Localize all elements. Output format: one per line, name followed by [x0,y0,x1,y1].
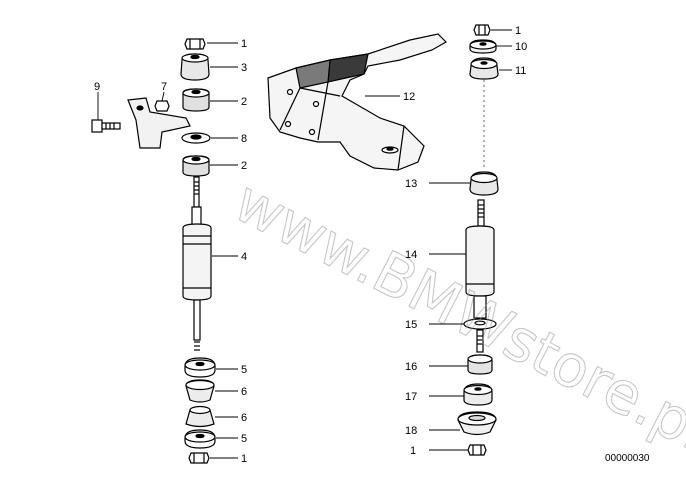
washer-5-upper [184,357,216,378]
bushing-17 [463,383,493,406]
washer-15 [463,318,497,330]
shock-absorber-right [465,225,495,353]
callout-label: 1 [515,25,521,37]
callout-label: 3 [241,62,247,74]
callout-label: 7 [161,81,167,93]
part-number: 00000030 [605,453,650,464]
bottom-nut-right [467,444,487,456]
callout-label: 18 [405,425,417,437]
cup-6-lower [185,405,215,428]
callout-label: 5 [241,433,247,445]
left-assembly [180,38,216,464]
callout-label: 13 [405,178,417,190]
callout-label: 1 [241,453,247,465]
cup-6-upper [185,379,215,403]
washer-8 [181,132,211,144]
callout-label: 16 [405,361,417,373]
spacer-16 [467,354,493,375]
callout-label: 10 [515,41,527,53]
cup-18 [457,411,497,436]
spacer-lower [182,155,210,177]
callout-label: 1 [410,445,416,457]
bushing-13 [469,171,499,196]
callout-label: 6 [241,386,247,398]
callout-label: 4 [241,251,247,263]
bottom-nut-left [188,452,210,464]
callout-label: 6 [241,412,247,424]
callout-label: 8 [241,133,247,145]
leader-lines [97,29,512,459]
mounting-bracket [91,97,191,149]
callout-label: 9 [94,81,100,93]
callout-label: 17 [405,391,417,403]
bushing-11 [469,57,499,80]
callout-label: 12 [403,91,415,103]
bolt-9 [91,119,121,133]
pedal-bracket-12 [267,33,447,171]
nut-7 [154,100,170,112]
callout-label: 2 [241,160,247,172]
spacer-upper [182,88,210,112]
right-assembly [457,24,499,456]
callout-label: 15 [405,319,417,331]
callout-label: 1 [241,38,247,50]
washer-5-lower [184,429,216,449]
callout-label: 11 [515,65,526,77]
callout-label: 14 [405,249,417,261]
watermark: www.BMWstore.pl [224,167,686,464]
callout-label: 5 [241,364,247,376]
washer-10 [469,39,497,54]
callout-labels: 1 3 2 8 2 4 5 6 6 5 1 9 7 12 1 10 11 13 … [94,25,527,465]
callout-label: 2 [241,96,247,108]
shock-absorber-left [182,206,212,351]
top-nut-right [473,24,491,36]
top-nut-left [184,38,206,50]
rubber-bushing-top [180,53,210,81]
